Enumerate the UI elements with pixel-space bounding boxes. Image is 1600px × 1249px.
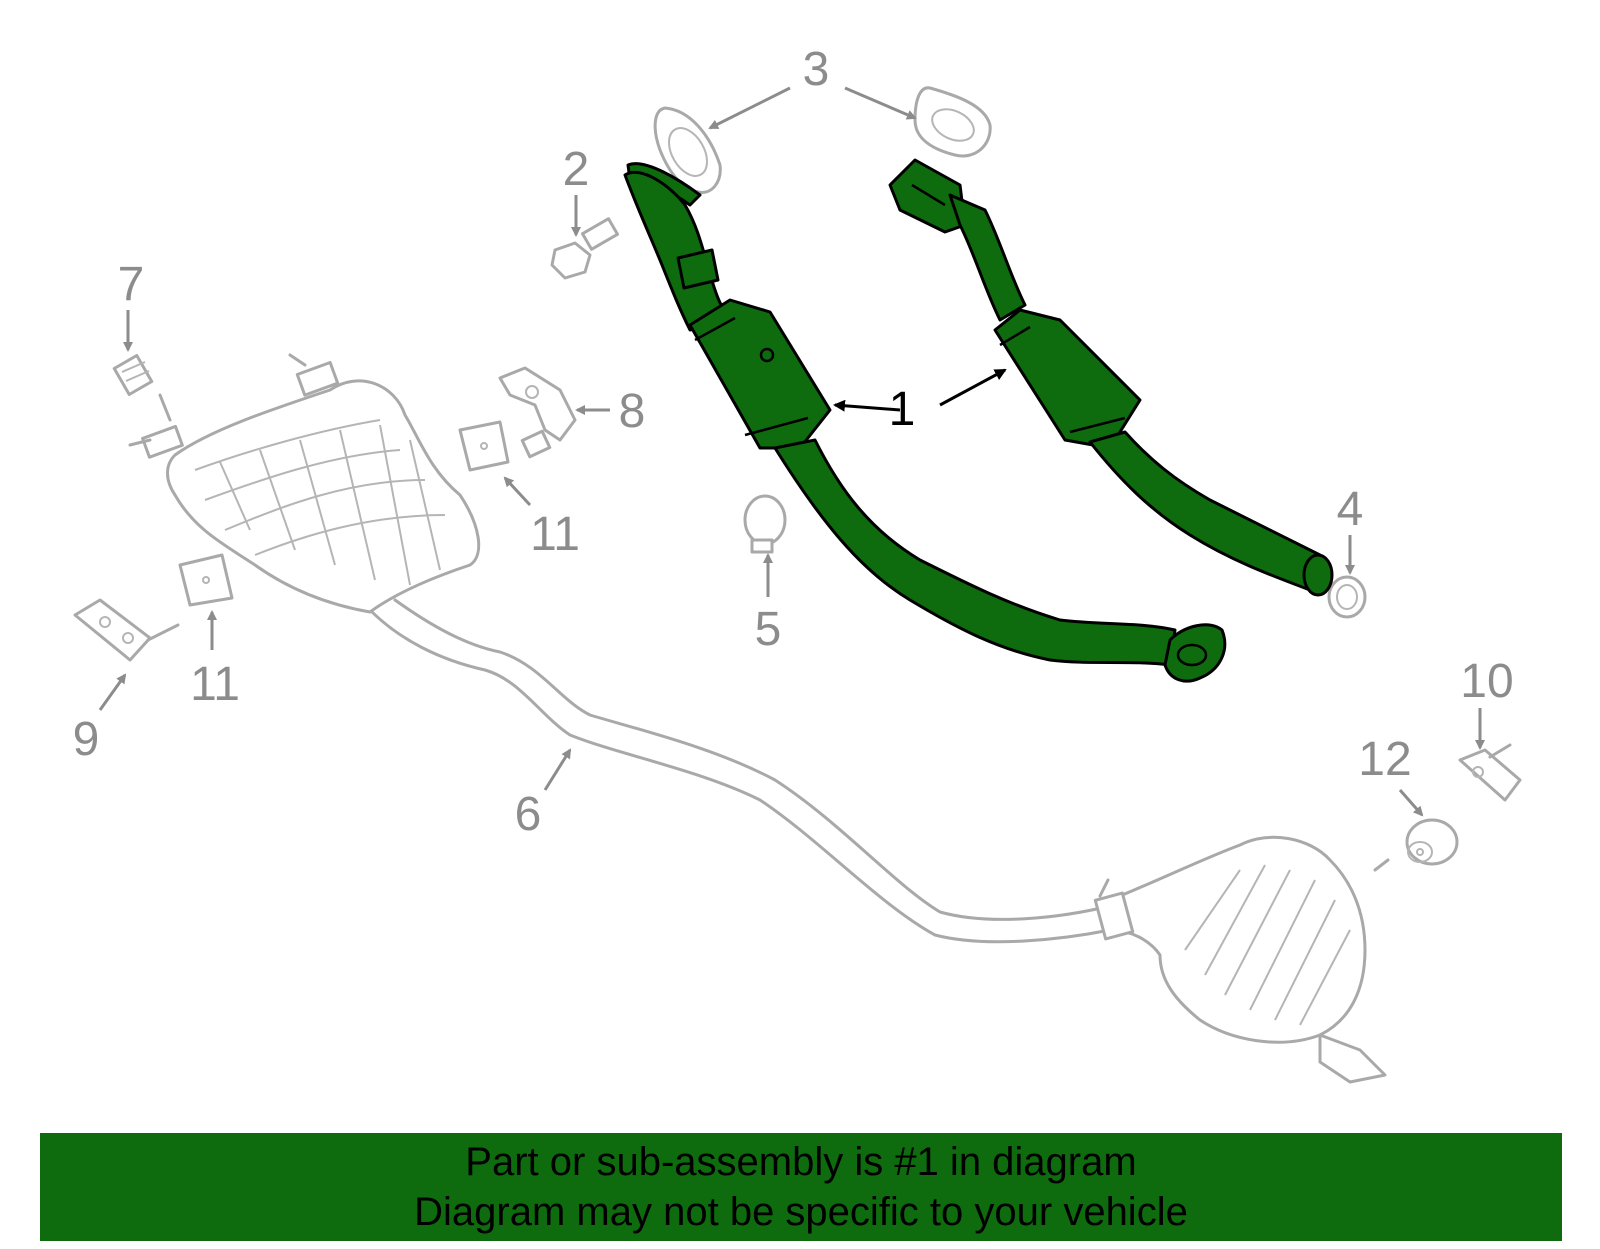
callout-8: 8 xyxy=(619,385,646,438)
callout-5: 5 xyxy=(755,603,782,656)
callout-7: 7 xyxy=(118,258,145,311)
callout-11-lower: 11 xyxy=(190,658,240,711)
callout-11a-arrow xyxy=(503,476,532,507)
muffler-assembly xyxy=(128,353,1390,1084)
callout-12: 12 xyxy=(1358,733,1411,786)
callout-12-arrow xyxy=(1398,789,1424,817)
gasket-right xyxy=(913,86,992,158)
exhaust-parts-diagram: 1 2 3 4 5 6 7 8 9 10 11 11 12 xyxy=(73,43,1522,1084)
callout-3-arrow-left xyxy=(708,86,791,130)
catalytic-converter-left xyxy=(623,162,1227,683)
stud xyxy=(112,354,154,396)
bracket-left xyxy=(73,598,180,662)
callout-4: 4 xyxy=(1337,483,1364,536)
callout-1: 1 xyxy=(889,383,916,436)
callout-3: 3 xyxy=(803,43,830,96)
callout-9: 9 xyxy=(73,713,100,766)
bracket-rear xyxy=(1458,743,1522,802)
info-banner: Part or sub-assembly is #1 in diagram Di… xyxy=(40,1133,1562,1241)
banner-line-2: Diagram may not be specific to your vehi… xyxy=(414,1190,1188,1234)
callout-3-arrow-right xyxy=(844,86,917,120)
clamp xyxy=(743,494,787,554)
insulator-lower xyxy=(178,553,234,607)
catalytic-converter-right xyxy=(888,158,1334,597)
callout-1-arrow-left xyxy=(833,399,901,412)
callout-1-arrow-right xyxy=(939,368,1007,407)
callout-11-upper: 11 xyxy=(530,508,580,561)
callout-10: 10 xyxy=(1460,655,1513,708)
callout-9-arrow xyxy=(98,673,127,711)
banner-line-1: Part or sub-assembly is #1 in diagram xyxy=(465,1140,1137,1184)
isolator xyxy=(1405,818,1459,866)
callout-6-arrow xyxy=(543,748,572,791)
callout-2: 2 xyxy=(563,143,590,196)
hanger-bracket xyxy=(498,366,577,459)
bolt xyxy=(550,217,619,280)
callout-6: 6 xyxy=(515,788,542,841)
grommet xyxy=(1327,575,1367,619)
insulator-upper xyxy=(458,420,510,472)
